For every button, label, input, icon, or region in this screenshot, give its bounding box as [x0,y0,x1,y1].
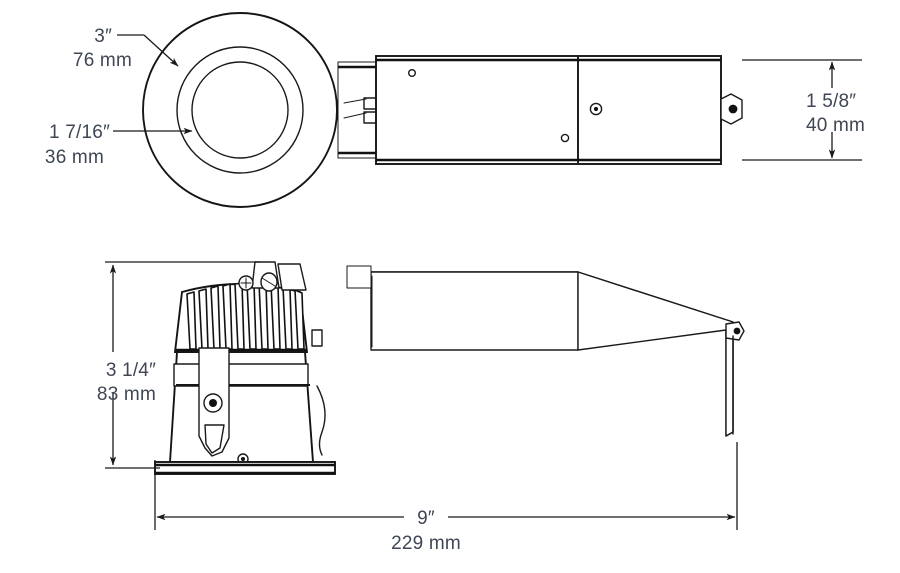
dim-box-height-metric: 40 mm [806,115,865,136]
dim-aperture-diameter: 1 7/16″ 36 mm [45,122,193,168]
hinge-plate [277,263,307,291]
spring-clip-right [311,329,323,347]
mounting-bracket-arm [346,265,745,437]
junction-box-body [375,55,722,165]
bracket-tab-left [346,265,372,289]
top-hardware [238,261,307,292]
dim-trim-outer-imperial: 3″ [94,26,112,47]
dim-box-height-imperial: 1 5/8″ [806,91,856,112]
ground-screw-inner [593,106,599,112]
dim-overall-length-metric: 229 mm [391,533,461,554]
bracket-box-section [370,271,579,351]
round-trim-plan [142,12,338,208]
top-screw-slot [240,277,252,289]
hinge-slot [261,277,276,287]
pivot-screw-inner [209,399,217,407]
dim-fixture-height: 3 1/4″ 83 mm [97,261,260,469]
aperture-circle [191,61,289,159]
bracket-taper-section [577,271,734,437]
dim-overall-length-imperial: 9″ [417,508,435,529]
knockout-hole-1 [408,68,417,77]
torsion-spring-right [316,385,326,456]
dim-fixture-height-imperial: 3 1/4″ [106,360,156,381]
dim-overall-length: 9″ 229 mm [154,442,738,554]
top-view-group: 3″ 76 mm 1 7/16″ 36 mm 1 5/8″ 40 mm [45,12,865,208]
neck-plate [337,61,379,159]
bracket-line-lower [343,112,367,119]
side-view-group: 3 1/4″ 83 mm 9″ 229 mm [97,261,745,554]
heat-sink [173,282,309,353]
latch-pin [728,104,738,114]
dim-fixture-height-metric: 83 mm [97,384,156,405]
junction-box-plan [337,55,743,165]
dim-aperture-imperial: 1 7/16″ [49,122,110,143]
socket-bracket [198,347,230,457]
dim-3in-leader [143,34,179,67]
heat-sink-fins [186,282,305,350]
dim-trim-outer-diameter: 3″ 76 mm [73,26,179,71]
end-latch [720,93,743,125]
bracket-end-hole [733,327,741,335]
dim-aperture-metric: 36 mm [45,147,104,168]
dim-junction-box-height: 1 5/8″ 40 mm [742,59,865,161]
housing-collar-band [173,363,309,387]
bracket-line-upper [343,98,367,104]
knockout-hole-2 [560,133,570,143]
socket-bracket-foot [204,424,225,454]
housing-screw-inner [241,457,245,461]
dim-trim-outer-metric: 76 mm [73,50,132,71]
trim-flange [154,461,336,475]
